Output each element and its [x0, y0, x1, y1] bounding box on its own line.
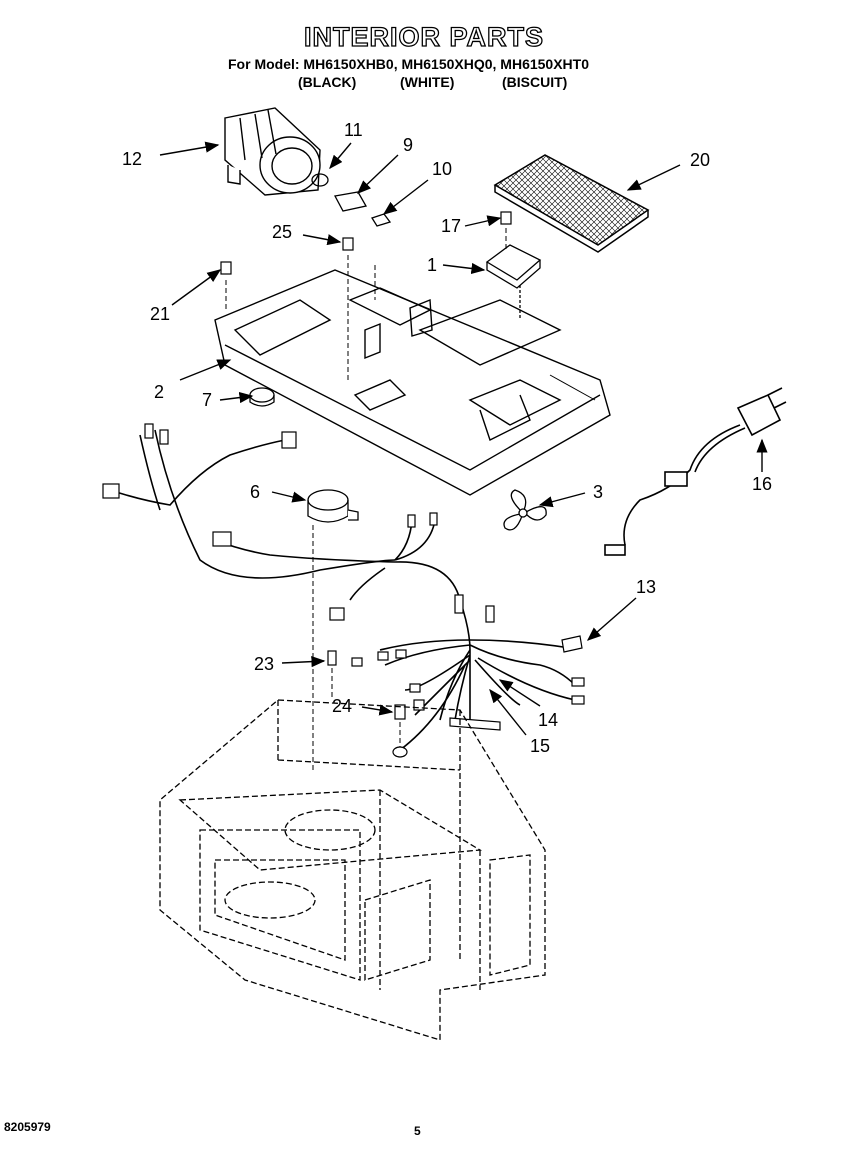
callout-1: 1	[427, 255, 437, 275]
leader-arrows	[159, 141, 768, 736]
color-black: (BLACK)	[298, 74, 357, 90]
harness-connectors	[102, 423, 585, 758]
thermostat-part	[249, 387, 275, 407]
oven-cavity-outline	[159, 699, 546, 1041]
callout-24: 24	[332, 696, 352, 716]
callout-15: 15	[530, 736, 550, 756]
callout-7: 7	[202, 390, 212, 410]
callout-3: 3	[593, 482, 603, 502]
callout-17: 17	[441, 216, 461, 236]
callout-25: 25	[272, 222, 292, 242]
document-number: 8205979	[4, 1120, 51, 1134]
grease-filter-part	[493, 154, 650, 253]
callout-14: 14	[538, 710, 558, 730]
callout-12: 12	[122, 149, 142, 169]
base-plate-part	[214, 269, 611, 496]
callout-6: 6	[250, 482, 260, 502]
callout-13: 13	[636, 577, 656, 597]
callout-23: 23	[254, 654, 274, 674]
color-biscuit: (BISCUIT)	[502, 74, 568, 90]
blower-motor-part	[224, 107, 321, 196]
thermal-control-part	[485, 244, 542, 318]
capacitor-part	[307, 489, 359, 523]
callout-10: 10	[432, 159, 452, 179]
callout-16: 16	[752, 474, 772, 494]
callout-20: 20	[690, 150, 710, 170]
callout-2: 2	[154, 382, 164, 402]
power-cord-part	[604, 387, 787, 556]
callout-21: 21	[150, 304, 170, 324]
callout-numbers: 12 11 9 10 20 17 25 1 21 2 7 6 3 16 13 2…	[122, 120, 772, 756]
callout-9: 9	[403, 135, 413, 155]
page-title: INTERIOR PARTS	[303, 21, 544, 52]
callout-11: 11	[344, 120, 363, 140]
color-white: (WHITE)	[400, 74, 455, 90]
fan-blade-part	[503, 489, 547, 531]
small-bracket-parts	[311, 173, 392, 227]
page-number: 5	[414, 1124, 421, 1138]
model-numbers: For Model: MH6150XHB0, MH6150XHQ0, MH615…	[228, 56, 589, 72]
